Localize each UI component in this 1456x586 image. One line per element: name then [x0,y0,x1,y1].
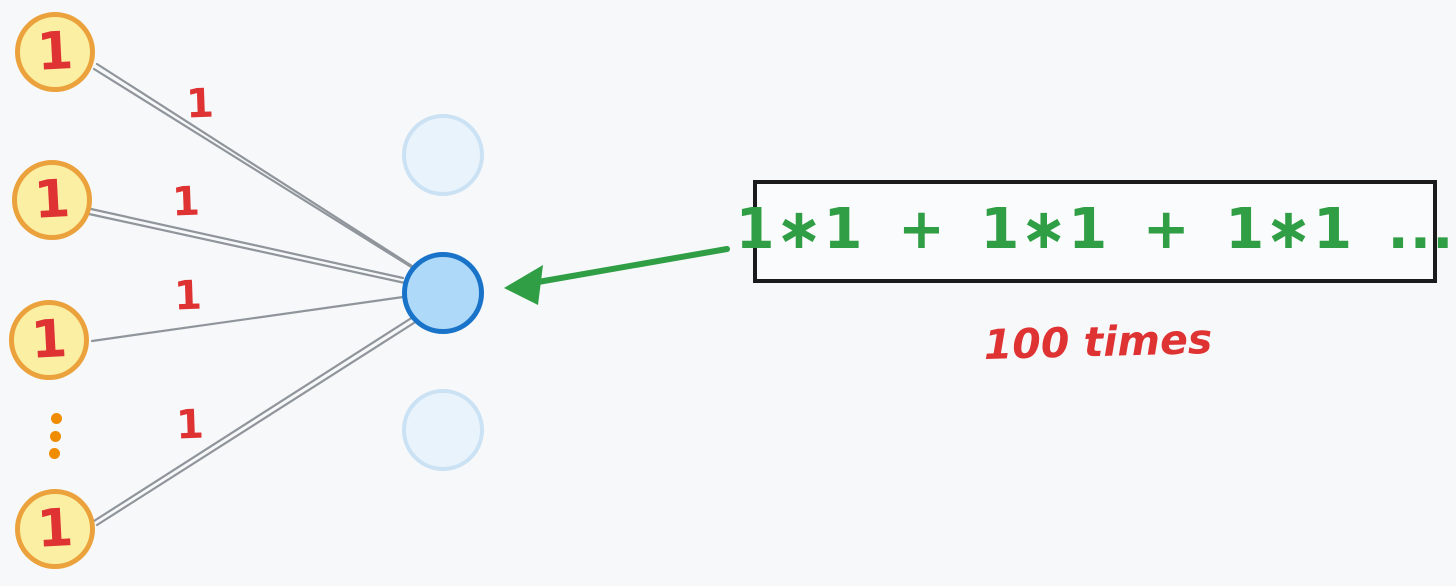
weight-label-1: 1 [185,80,215,128]
input-neuron-3-value: 1 [29,309,69,371]
weight-label-4: 1 [175,401,205,449]
ellipsis-dot [51,413,62,424]
hidden-neuron-faded-top [402,114,484,196]
connection-line-2 [87,207,407,285]
connection-line-1 [92,62,418,272]
input-neuron-1-value: 1 [35,21,75,83]
repeat-count-label: 100 times [983,315,1213,369]
hidden-neuron-active [402,252,484,334]
arrow-icon [504,246,730,305]
expression-text: 1∗1 + 1∗1 + 1∗1 ... [735,197,1455,262]
connection-line-3 [90,295,405,343]
input-neuron-2: 1 [12,160,92,240]
weight-label-3: 1 [173,272,203,320]
input-neuron-4: 1 [15,489,95,569]
ellipsis-dot [49,448,60,459]
connection-line-4 [92,315,419,527]
ellipsis-dot [50,431,61,442]
input-neuron-1: 1 [15,12,95,92]
expression-box: 1∗1 + 1∗1 + 1∗1 ... [736,180,1453,283]
hidden-neuron-faded-bottom [402,389,484,471]
input-neuron-2-value: 1 [32,169,72,231]
weight-label-2: 1 [171,178,201,226]
input-neuron-4-value: 1 [35,498,75,560]
input-neuron-3: 1 [9,300,89,380]
